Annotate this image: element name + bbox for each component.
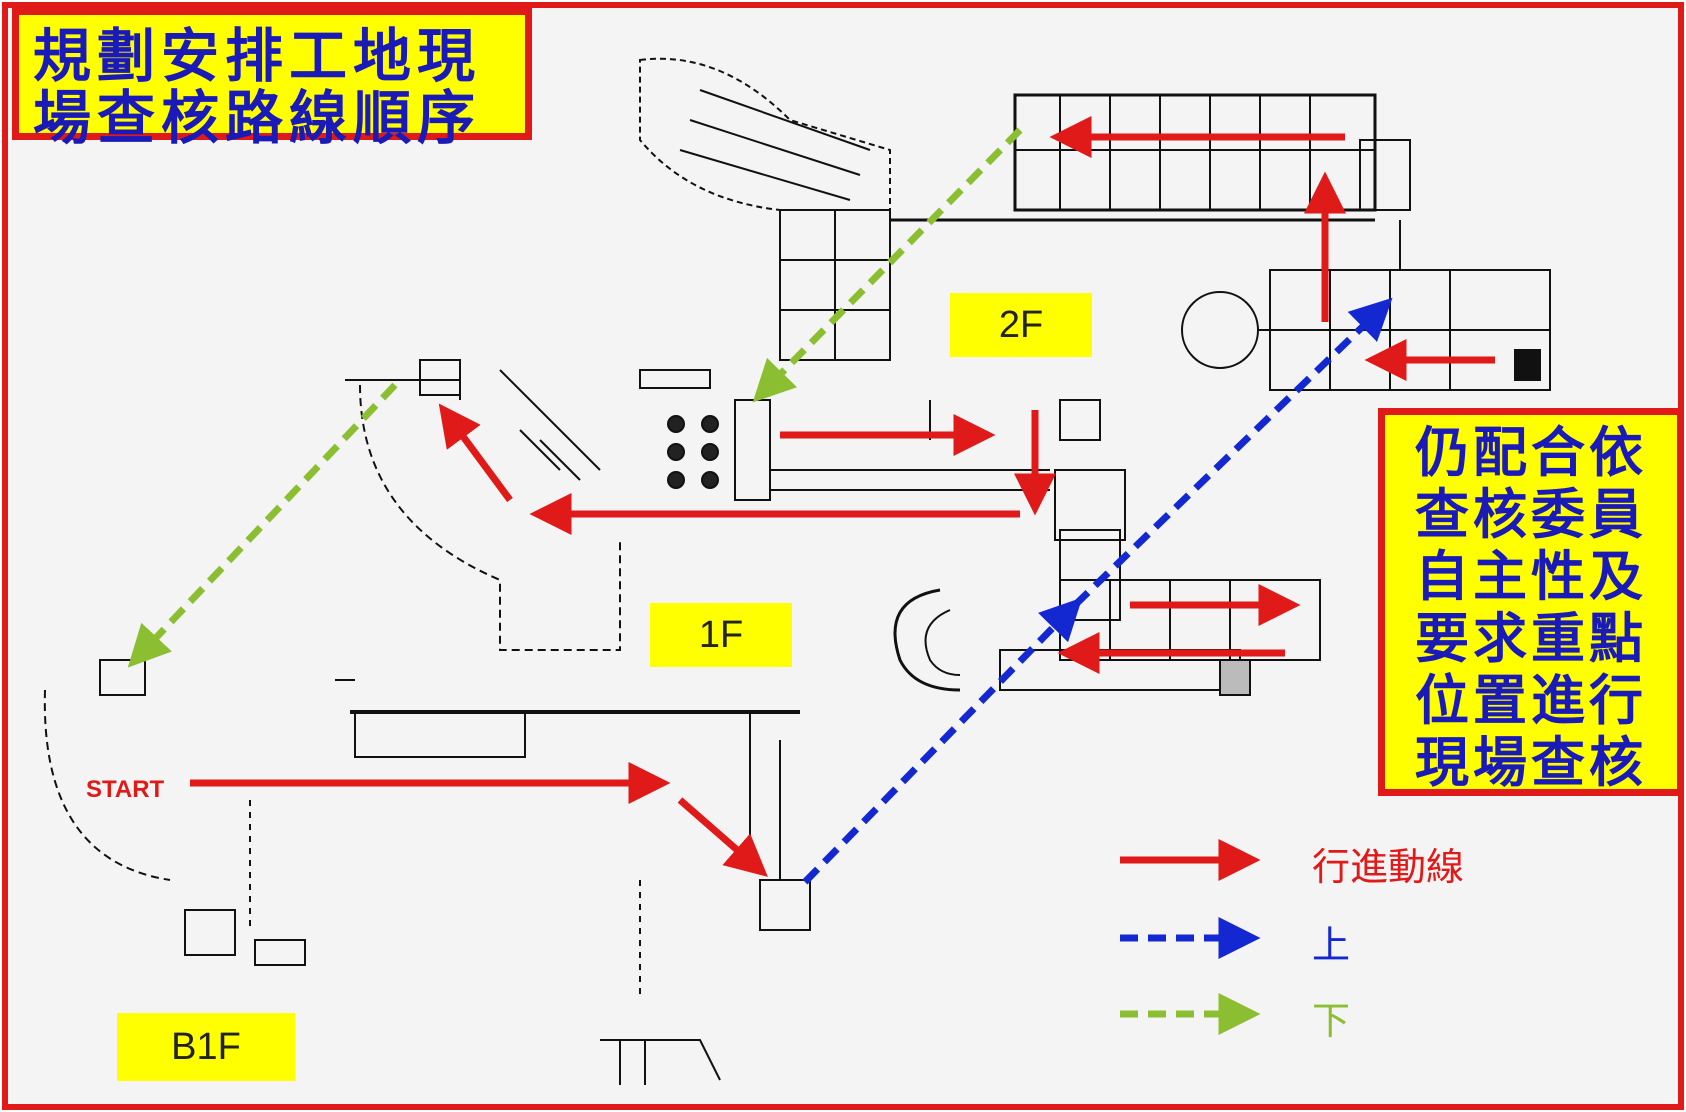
note-box: 仍配合依 查核委員 自主性及 要求重點 位置進行 現場查核 [1378, 408, 1684, 796]
legend-symbols [1120, 839, 1261, 1035]
floor-label-1f: 1F [650, 603, 792, 667]
note-line-4: 要求重點 [1415, 606, 1647, 670]
down-arrow-1f-to-b1f [127, 382, 398, 668]
floorplan-b1f [43, 659, 811, 1085]
route-b1f-southeast [677, 797, 768, 877]
note-line-2: 查核委員 [1415, 482, 1647, 546]
start-label: START [86, 776, 165, 803]
title-line-2: 場查核路線順序 [33, 84, 482, 152]
down-route [127, 127, 1023, 668]
walking-route [190, 116, 1495, 877]
legend-down-label: 下 [1312, 999, 1351, 1043]
title-box: 規劃安排工地現 場查核路線順序 [12, 8, 532, 149]
floor-label-2f: 2F [950, 293, 1092, 357]
route-1f-northwest [438, 403, 513, 503]
legend-route-label: 行進動線 [1312, 845, 1465, 889]
note-line-6: 現場查核 [1415, 730, 1647, 794]
down-arrow-2f-to-1f [752, 127, 1023, 403]
up-arrow-1f-to-2f [1072, 297, 1393, 608]
note-line-1: 仍配合依 [1415, 420, 1647, 484]
floor-label-b1f: B1F [117, 1013, 295, 1081]
up-route [802, 297, 1393, 885]
note-line-3: 自主性及 [1415, 544, 1647, 608]
note-line-5: 位置進行 [1415, 668, 1647, 732]
legend-up-label: 上 [1312, 923, 1351, 967]
up-arrow-b1f-to-1f [802, 597, 1083, 885]
title-line-1: 規劃安排工地現 [33, 22, 482, 90]
